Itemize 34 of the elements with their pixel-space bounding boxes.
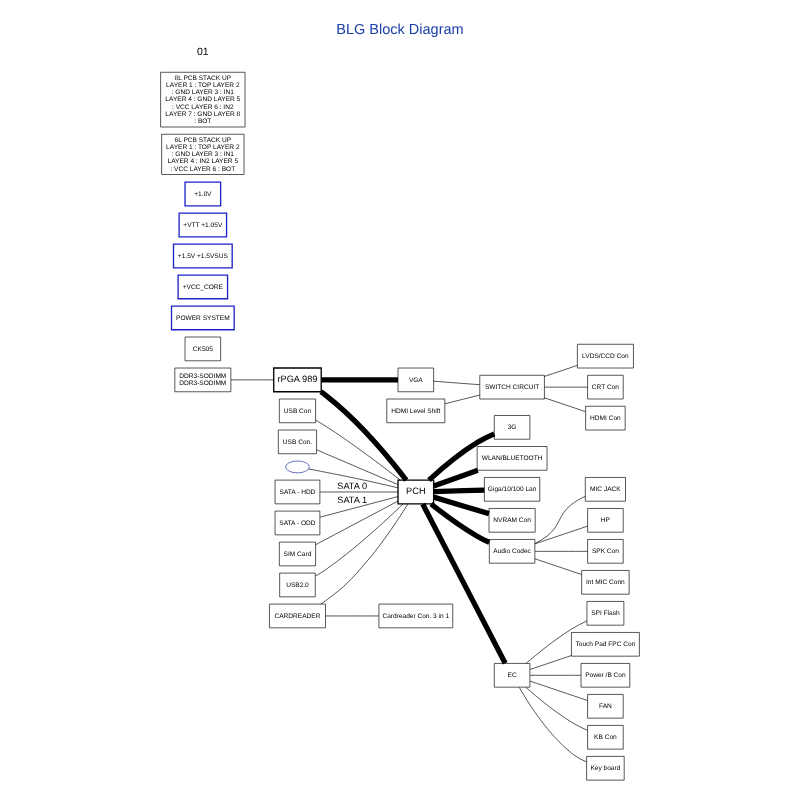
connector (433, 380, 481, 386)
node-ellipse (285, 460, 310, 474)
connector (319, 491, 399, 493)
connector (316, 449, 399, 485)
connector (319, 496, 399, 518)
connector (320, 503, 409, 605)
connector (534, 496, 586, 544)
connector (525, 620, 588, 664)
connector (432, 494, 490, 517)
connector (544, 397, 586, 412)
connector (315, 419, 401, 481)
connector (529, 655, 572, 670)
connector (433, 487, 485, 495)
connector (534, 525, 588, 545)
connector (544, 365, 578, 377)
connector (518, 687, 587, 763)
connector (429, 501, 491, 545)
connector (325, 615, 380, 617)
connector (308, 468, 399, 489)
connector (444, 394, 480, 405)
connector (534, 551, 588, 552)
connector (230, 379, 274, 381)
connector (427, 431, 496, 483)
connector (432, 467, 479, 489)
connector (534, 558, 582, 575)
connector (529, 680, 588, 701)
connector (525, 686, 588, 731)
connector (420, 502, 508, 665)
connector (321, 377, 398, 383)
connector (544, 386, 588, 388)
connector (319, 389, 409, 482)
connector (315, 503, 404, 577)
connector (529, 674, 582, 676)
connector (315, 500, 399, 546)
